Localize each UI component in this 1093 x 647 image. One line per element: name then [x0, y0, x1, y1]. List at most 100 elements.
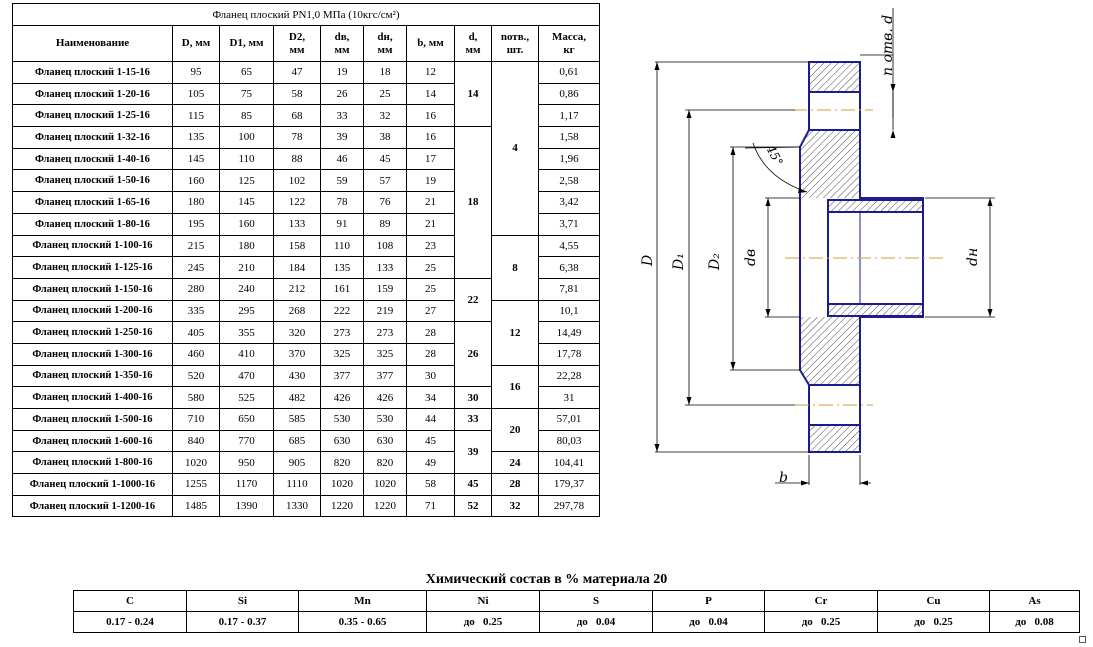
merged-cell: 24	[491, 451, 539, 475]
merged-cell: 52	[454, 494, 492, 518]
value-cell: 0.17 - 0.37	[186, 611, 299, 633]
element-cell: C	[73, 590, 187, 612]
flange-name-cell: Фланец плоский 1-400-16	[12, 386, 173, 409]
flange-name-cell: Фланец плоский 1-150-16	[12, 277, 173, 301]
table-cell: 2,58	[538, 169, 600, 193]
table-cell: 49	[406, 451, 455, 475]
table-cell: 195	[172, 212, 220, 236]
flange-name-cell: Фланец плоский 1-65-16	[12, 191, 173, 214]
table-cell: 110	[320, 234, 364, 258]
value-cell: до 0.25	[764, 611, 878, 633]
table-cell: 219	[363, 299, 407, 323]
column-header: Масса, кг	[538, 25, 600, 62]
column-header: D, мм	[172, 25, 220, 62]
table-cell: 38	[363, 126, 407, 149]
dimension-arrow	[654, 62, 660, 70]
table-cell: 161	[320, 277, 364, 301]
table-cell: 25	[406, 256, 455, 279]
flange-name-cell: Фланец плоский 1-200-16	[12, 299, 173, 323]
merged-cell: 22	[454, 277, 492, 323]
table-cell: 125	[219, 169, 274, 193]
flange-name-cell: Фланец плоский 1-300-16	[12, 342, 173, 366]
table-cell: 6,38	[538, 256, 600, 279]
column-header: Наименование	[12, 25, 173, 62]
table-cell: 410	[219, 342, 274, 366]
table-cell: 71	[406, 494, 455, 518]
table-cell: 45	[406, 429, 455, 453]
column-header: b, мм	[406, 25, 455, 62]
table-cell: 280	[172, 277, 220, 301]
table-cell: 355	[219, 321, 274, 344]
table-cell: 530	[363, 408, 407, 431]
table-cell: 950	[219, 451, 274, 475]
table-cell: 482	[273, 386, 321, 409]
table-cell: 905	[273, 451, 321, 475]
table-cell: 21	[406, 212, 455, 236]
table-cell: 820	[363, 451, 407, 475]
table-cell: 1255	[172, 473, 220, 496]
table-cell: 26	[320, 82, 364, 106]
dimension-arrow	[860, 480, 868, 486]
table-cell: 1110	[273, 473, 321, 496]
resize-handle[interactable]	[1079, 636, 1086, 643]
value-cell: 0.35 - 0.65	[298, 611, 427, 633]
table-cell: 820	[320, 451, 364, 475]
label-dn: dн	[965, 248, 981, 266]
table-cell: 14,49	[538, 321, 600, 344]
value-cell: до 0.04	[652, 611, 765, 633]
table-cell: 245	[172, 256, 220, 279]
label-holes: n отв. d	[880, 15, 896, 76]
table-cell: 580	[172, 386, 220, 409]
table-cell: 370	[273, 342, 321, 366]
table-cell: 377	[320, 364, 364, 388]
element-cell: P	[652, 590, 765, 612]
table-cell: 585	[273, 408, 321, 431]
value-cell: до 0.04	[539, 611, 653, 633]
table-cell: 215	[172, 234, 220, 258]
dimension-arrow	[801, 480, 809, 486]
table-cell: 135	[320, 256, 364, 279]
table-cell: 32	[363, 104, 407, 128]
table-cell: 1485	[172, 494, 220, 518]
column-header: D2, мм	[273, 25, 321, 62]
value-cell: 0.17 - 0.24	[73, 611, 187, 633]
table-cell: 21	[406, 191, 455, 214]
table-cell: 115	[172, 104, 220, 128]
table-cell: 158	[273, 234, 321, 258]
table-cell: 16	[406, 104, 455, 128]
table-cell: 1,58	[538, 126, 600, 149]
table-cell: 76	[363, 191, 407, 214]
table-cell: 630	[320, 429, 364, 453]
table-cell: 14	[406, 82, 455, 106]
table-cell: 88	[273, 147, 321, 171]
merged-cell: 14	[454, 60, 492, 128]
chemistry-title: Химический состав в % материала 20	[425, 572, 668, 587]
value-cell: до 0.25	[877, 611, 990, 633]
extension-line	[744, 146, 801, 149]
merged-cell: 30	[454, 386, 492, 409]
column-header: dн, мм	[363, 25, 407, 62]
table-cell: 210	[219, 256, 274, 279]
table-cell: 68	[273, 104, 321, 128]
table-cell: 325	[320, 342, 364, 366]
dimension-arrow	[654, 444, 660, 452]
drawing-geometry	[654, 8, 995, 486]
table-cell: 19	[320, 61, 364, 84]
flange-name-cell: Фланец плоский 1-350-16	[12, 364, 173, 388]
merged-cell: 28	[491, 473, 539, 496]
table-cell: 273	[363, 321, 407, 344]
table-cell: 78	[273, 126, 321, 149]
value-cell: до 0.08	[989, 611, 1080, 633]
merged-cell: 26	[454, 321, 492, 388]
table-cell: 335	[172, 299, 220, 323]
table-cell: 1,96	[538, 147, 600, 171]
table-cell: 212	[273, 277, 321, 301]
